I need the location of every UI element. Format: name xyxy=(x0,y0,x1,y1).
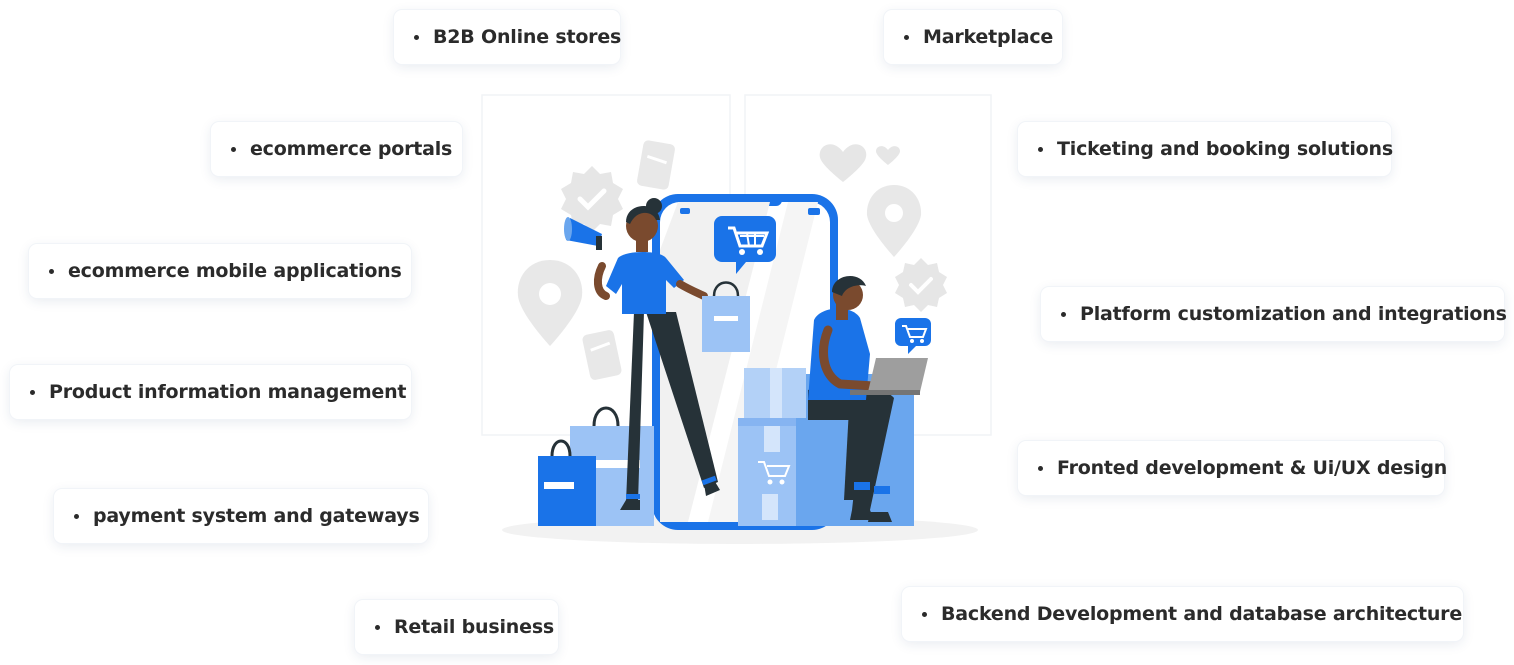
service-pill-payment-systems[interactable]: payment system and gateways xyxy=(54,489,428,543)
service-label: Fronted development & Ui/UX design xyxy=(1057,457,1448,479)
service-label: Backend Development and database archite… xyxy=(941,603,1463,625)
bullet-icon xyxy=(231,146,236,152)
service-label: Marketplace xyxy=(923,26,1054,48)
service-label: Ticketing and booking solutions xyxy=(1057,138,1393,160)
ecommerce-illustration-svg xyxy=(481,94,992,544)
bullet-icon xyxy=(74,513,79,519)
service-pill-retail-business[interactable]: Retail business xyxy=(355,600,558,654)
bullet-icon xyxy=(1038,465,1043,471)
bullet-icon xyxy=(414,34,419,40)
service-label: ecommerce portals xyxy=(250,138,453,160)
service-label: payment system and gateways xyxy=(93,505,420,527)
service-pill-ticketing-booking[interactable]: Ticketing and booking solutions xyxy=(1018,122,1393,176)
bullet-icon xyxy=(30,389,35,395)
cart-bubble-icon xyxy=(714,216,776,274)
service-label: B2B Online stores xyxy=(433,26,622,48)
service-label: Platform customization and integrations xyxy=(1080,303,1507,325)
service-label: Product information management xyxy=(49,381,407,403)
heart-icon xyxy=(876,146,900,165)
check-badge-icon xyxy=(895,258,947,312)
man-figure xyxy=(808,275,928,522)
location-pin-icon xyxy=(517,260,583,346)
ecommerce-illustration xyxy=(470,90,1010,560)
check-badge-icon xyxy=(561,166,623,232)
ticket-icon xyxy=(582,330,622,380)
bullet-icon xyxy=(904,34,909,40)
service-pill-ecommerce-mobile-apps[interactable]: ecommerce mobile applications xyxy=(29,244,411,298)
service-label: Retail business xyxy=(394,616,555,638)
service-pill-ecommerce-portals[interactable]: ecommerce portals xyxy=(211,122,462,176)
location-pin-icon xyxy=(866,185,922,257)
service-pill-b2b-online-stores[interactable]: B2B Online stores xyxy=(394,10,622,64)
service-pill-product-information-management[interactable]: Product information management xyxy=(10,365,411,419)
woman-figure xyxy=(564,198,750,510)
bullet-icon xyxy=(922,611,927,617)
shopping-bag-icon xyxy=(538,439,596,526)
service-label: ecommerce mobile applications xyxy=(68,260,402,282)
bullet-icon xyxy=(49,268,54,274)
bullet-icon xyxy=(1061,311,1066,317)
bullet-icon xyxy=(1038,146,1043,152)
heart-icon xyxy=(819,144,867,182)
service-pill-platform-customization[interactable]: Platform customization and integrations xyxy=(1041,287,1507,341)
bullet-icon xyxy=(375,624,380,630)
service-pill-backend-development[interactable]: Backend Development and database archite… xyxy=(902,587,1463,641)
service-pill-marketplace[interactable]: Marketplace xyxy=(884,10,1062,64)
service-pill-frontend-development[interactable]: Fronted development & Ui/UX design xyxy=(1018,441,1448,495)
ticket-icon xyxy=(637,140,675,190)
cart-bubble-icon xyxy=(895,318,931,354)
